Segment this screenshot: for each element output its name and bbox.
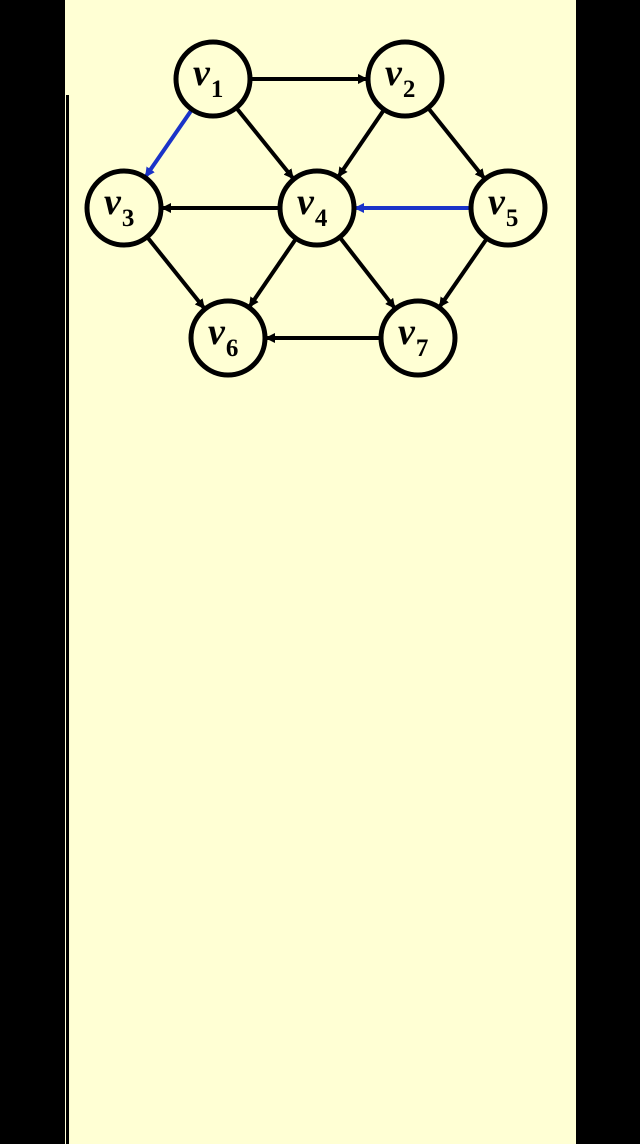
node-label: v5 [488,181,518,232]
node-v1: v1 [173,39,253,119]
left-border-line [66,95,69,1144]
node-letter: v [297,181,315,223]
node-letter: v [488,181,506,223]
node-subscript: 2 [403,76,416,103]
node-label: v1 [193,52,223,103]
node-subscript: 3 [122,205,135,232]
edge-v4-v6 [248,235,299,308]
node-circle [188,298,268,378]
edge-v4-v7 [336,234,396,309]
node-label: v4 [297,181,328,232]
node-letter: v [398,311,416,353]
node-subscript: 4 [315,205,328,232]
node-v3: v3 [84,168,164,248]
node-circle [378,298,458,378]
edge-v5-v7 [438,235,490,308]
node-circle [468,168,548,248]
node-letter: v [385,52,403,94]
node-letter: v [104,181,122,223]
node-subscript: 6 [226,335,239,362]
node-v2: v2 [365,39,445,119]
node-circle [365,39,445,119]
node-circle [277,168,357,248]
node-v4: v4 [277,168,357,248]
node-circle [173,39,253,119]
node-subscript: 1 [211,76,224,103]
node-subscript: 5 [506,205,519,232]
node-circle [84,168,164,248]
node-v6: v6 [188,298,268,378]
node-label: v2 [385,52,415,103]
node-v5: v5 [468,168,548,248]
node-v7: v7 [378,298,458,378]
node-label: v3 [104,181,134,232]
edge-v1-v3 [144,106,195,178]
edge-v1-v4 [233,104,295,180]
node-label: v7 [398,311,428,362]
edge-v3-v6 [144,234,206,310]
node-subscript: 7 [416,335,429,362]
edge-v2-v5 [425,105,486,180]
node-letter: v [193,52,211,94]
edges [144,74,490,343]
node-letter: v [208,311,226,353]
edge-v2-v4 [337,106,387,178]
node-label: v6 [208,311,238,362]
